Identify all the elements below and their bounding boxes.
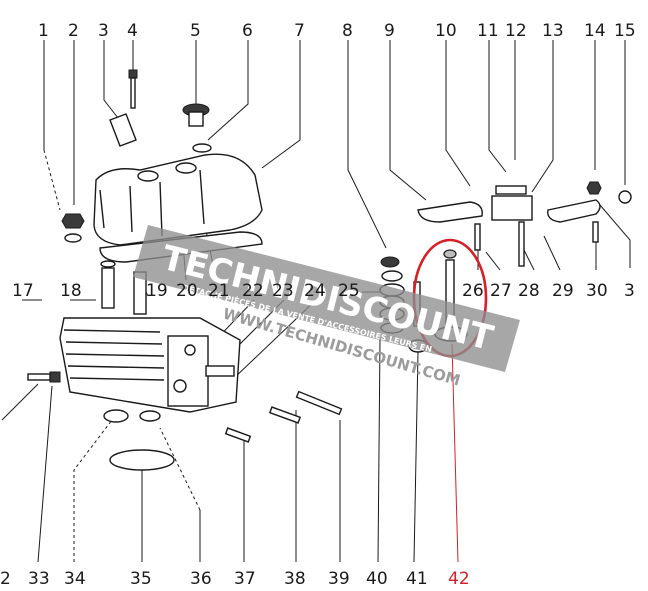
label-21: 21: [208, 281, 230, 301]
label-39: 39: [328, 569, 350, 589]
leader-lines: [1, 40, 631, 563]
label-41: 41: [406, 569, 428, 589]
cover-bolt: [128, 69, 138, 109]
label-38: 38: [284, 569, 306, 589]
label-34: 34: [64, 569, 86, 589]
label-13: 13: [542, 21, 564, 41]
label-3: 3: [98, 21, 109, 41]
label-25: 25: [338, 281, 360, 301]
label-24: 24: [304, 281, 326, 301]
label-30: 30: [586, 281, 608, 301]
label-14: 14: [584, 21, 606, 41]
label-4: 4: [127, 21, 138, 41]
label-40: 40: [366, 569, 388, 589]
cover-nut: [61, 213, 85, 229]
stud-right: [592, 221, 599, 243]
tube-seal: [100, 260, 116, 268]
label-20: 20: [176, 281, 198, 301]
label-29: 29: [552, 281, 574, 301]
stud-39: [295, 390, 343, 416]
label-26: 26: [462, 281, 484, 301]
stud-38: [268, 406, 302, 424]
label-9: 9: [384, 21, 395, 41]
label-31: 3: [624, 281, 635, 301]
label-1: 1: [38, 21, 49, 41]
rocker-support: [491, 195, 533, 221]
pushrod-tube-left: [101, 267, 115, 309]
label-11: 11: [477, 21, 499, 41]
label-35: 35: [130, 569, 152, 589]
bracket: [109, 113, 137, 147]
label-7: 7: [294, 21, 305, 41]
label-8: 8: [342, 21, 353, 41]
rocker-stud: [518, 221, 525, 267]
o-ring: [109, 449, 175, 471]
label-2: 2: [68, 21, 79, 41]
rocker-arm-right: [547, 199, 601, 223]
head-bolt: [27, 371, 61, 383]
label-18: 18: [60, 281, 82, 301]
label-28: 28: [518, 281, 540, 301]
label-36: 36: [190, 569, 212, 589]
cylinder-head: [59, 317, 241, 413]
rocker-nut: [586, 181, 602, 195]
oil-filler-cap: [182, 103, 210, 127]
labels-middle-right: 26 27 28 29 30 3: [462, 281, 635, 301]
seal-right: [139, 410, 161, 422]
labels-top: 1 2 3 4 5 6 7 8 9 10 11 12 13 14 15: [38, 21, 636, 41]
stud-37: [224, 427, 252, 443]
label-37: 37: [234, 569, 256, 589]
labels-bottom: 2 33 34 35 36 37 38 39 40 41 42: [0, 569, 470, 589]
label-27: 27: [490, 281, 512, 301]
label-12: 12: [505, 21, 527, 41]
label-42-highlight: 42: [448, 569, 470, 589]
label-19: 19: [146, 281, 168, 301]
labels-middle-left: 17 18 19 20 21 22 23 24 25: [12, 281, 360, 301]
valve-cover: [93, 153, 263, 246]
adjuster-screw: [474, 223, 481, 251]
label-17: 17: [12, 281, 34, 301]
cover-washer: [64, 233, 82, 243]
rocker-shaft: [495, 185, 527, 195]
label-22: 22: [242, 281, 264, 301]
label-10: 10: [435, 21, 457, 41]
cap-seal: [192, 143, 212, 153]
label-15: 15: [614, 21, 636, 41]
label-23: 23: [272, 281, 294, 301]
label-33: 33: [28, 569, 50, 589]
washer-right: [618, 190, 632, 204]
seal-left: [103, 409, 129, 423]
label-5: 5: [190, 21, 201, 41]
label-32: 2: [0, 569, 11, 589]
label-6: 6: [242, 21, 253, 41]
rocker-arm-left: [417, 201, 483, 223]
